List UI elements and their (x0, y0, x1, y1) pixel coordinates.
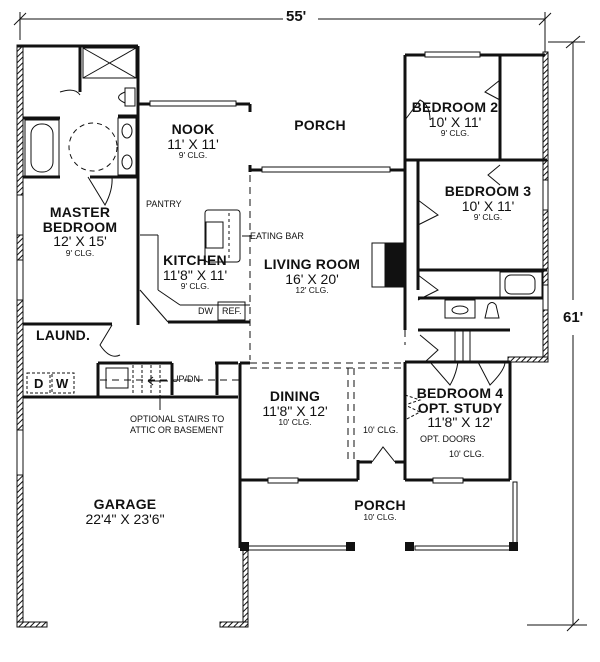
room-size: 11'8" X 12' (262, 402, 328, 419)
room-size: 22'4" X 23'6" (85, 510, 165, 527)
stairs-direction-label: UP/DN (172, 374, 201, 384)
room-name: MASTER (49, 204, 111, 220)
room-name: DINING (269, 388, 321, 404)
fixtures (24, 47, 543, 463)
room-dining: DINING 11'8" X 12' 10' CLG. (262, 389, 327, 427)
room-name: BEDROOM 2 (411, 99, 499, 115)
room-name: BEDROOM 4 (416, 385, 504, 401)
refrigerator-label: REF. (222, 306, 242, 316)
room-name: KITCHEN (163, 252, 227, 268)
room-size: 11'8" X 12' (427, 414, 493, 431)
room-alt-name: OPT. STUDY (417, 399, 503, 416)
room-bedroom-3: BEDROOM 3 10' X 11' 9' CLG. (445, 184, 532, 222)
room-ceiling: 9' CLG. (473, 212, 503, 223)
room-rear-porch: PORCH (294, 118, 346, 133)
room-laundry: LAUND. (36, 328, 90, 343)
room-name: LIVING ROOM (263, 256, 361, 272)
room-bedroom-4: BEDROOM 4 OPT. STUDY 11'8" X 12' (417, 386, 504, 430)
room-living-room: LIVING ROOM 16' X 20' 12' CLG. (264, 257, 360, 295)
room-ceiling: 9' CLG. (65, 248, 95, 259)
overall-width-label: 55' (286, 8, 307, 25)
room-size: 11' X 11' (167, 135, 219, 152)
dashed-openings (100, 175, 406, 460)
porch-columns (240, 542, 518, 551)
room-master-bedroom: MASTER BEDROOM 12' X 15' 9' CLG. (43, 205, 118, 258)
pantry-label: PANTRY (146, 199, 182, 209)
eating-bar-label: EATING BAR (250, 231, 304, 241)
overall-depth-label: 61' (563, 309, 584, 326)
room-bedroom-2: BEDROOM 2 10' X 11' 9' CLG. (412, 100, 499, 138)
washer-label: W (56, 376, 69, 391)
room-name: LAUND. (35, 327, 91, 343)
width-dimension-line (13, 12, 552, 52)
depth-dimension-line (527, 35, 587, 632)
room-ceiling: 9' CLG. (440, 128, 470, 139)
dishwasher-label: DW (198, 306, 213, 316)
room-name: PORCH (354, 497, 406, 513)
room-size: 16' X 20' (285, 270, 339, 287)
room-ceiling: 10' CLG. (363, 511, 397, 522)
stairs-note-line1: OPTIONAL STAIRS TO (130, 414, 225, 424)
room-name: PORCH (294, 117, 346, 133)
room-size: 12' X 15' (53, 233, 107, 250)
windows (16, 51, 549, 551)
stairs-note-line2: ATTIC OR BASEMENT (130, 425, 224, 435)
room-ceiling: 9' CLG. (180, 281, 210, 292)
bedroom-4-ceiling: 10' CLG. (449, 449, 485, 459)
room-name: BEDROOM (42, 218, 118, 235)
room-ceiling: 12' CLG. (295, 285, 329, 296)
room-kitchen: KITCHEN 11'8" X 11' 9' CLG. (163, 253, 227, 291)
room-name: NOOK (171, 121, 215, 137)
room-name: GARAGE (93, 496, 157, 512)
room-garage: GARAGE 22'4" X 23'6" (85, 497, 164, 526)
room-size: 10' X 11' (461, 197, 515, 214)
dryer-label: D (34, 376, 44, 391)
room-size: 11'8" X 11' (162, 266, 228, 283)
opt-doors-label: OPT. DOORS (420, 434, 476, 444)
room-ceiling: 10' CLG. (278, 417, 312, 428)
room-name: BEDROOM 3 (444, 183, 532, 199)
room-ceiling: 9' CLG. (178, 150, 208, 161)
room-front-porch: PORCH 10' CLG. (354, 498, 406, 522)
room-nook: NOOK 11' X 11' 9' CLG. (167, 122, 219, 160)
room-size: 10' X 11' (428, 113, 482, 130)
foyer-ceiling-label: 10' CLG. (363, 425, 399, 435)
